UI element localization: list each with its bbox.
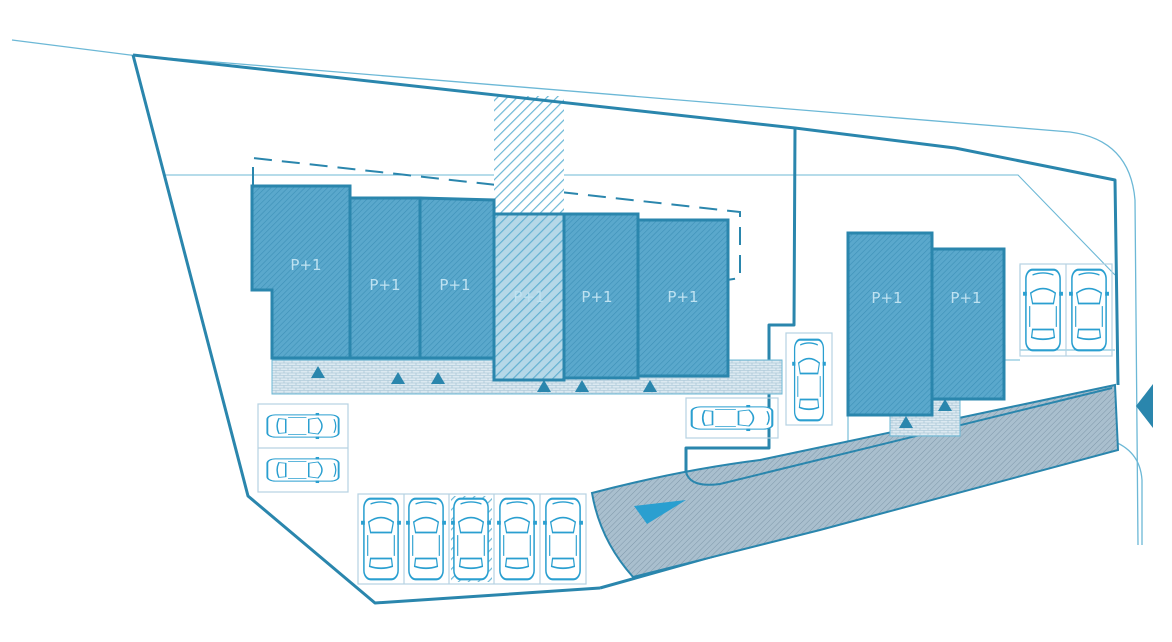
car-icon: [791, 338, 827, 422]
car-icon: [542, 497, 584, 581]
building-3: P+1: [418, 196, 496, 360]
arrow-left-icon: [1136, 384, 1153, 428]
building-7-label: P+1: [871, 289, 902, 307]
driveway: [590, 383, 1120, 579]
building-5-label: P+1: [581, 288, 612, 306]
building-1-label: P+1: [290, 256, 321, 274]
upper-floor-outline: [252, 156, 741, 281]
car-icon: [690, 403, 774, 433]
building-4-label: P+1: [513, 288, 544, 306]
car-icon: [1022, 268, 1064, 352]
car-icon: [266, 412, 340, 440]
building-8: P+1: [930, 247, 1006, 401]
car-icon: [360, 497, 402, 581]
building-3-label: P+1: [439, 276, 470, 294]
building-4: P+1: [492, 212, 566, 382]
building-1: P+1: [250, 184, 352, 360]
buildings: P+1 P+1 P+1 P+1 P+1 P+1 P+1 P+1: [250, 184, 1006, 417]
parking: [257, 263, 1113, 585]
building-6-label: P+1: [667, 288, 698, 306]
building-6: P+1: [636, 218, 730, 378]
car-icon: [496, 497, 538, 581]
building-7: P+1: [846, 231, 934, 417]
car-icon: [450, 497, 492, 581]
car-icon: [405, 497, 447, 581]
arrow-right-icon: [634, 500, 686, 524]
driveway-inner-edge: [685, 387, 1113, 486]
building-2-label: P+1: [369, 276, 400, 294]
building-5: P+1: [562, 212, 640, 380]
building-2: P+1: [348, 196, 422, 360]
car-icon: [1068, 268, 1110, 352]
building-8-label: P+1: [950, 289, 981, 307]
car-icon: [266, 456, 340, 484]
